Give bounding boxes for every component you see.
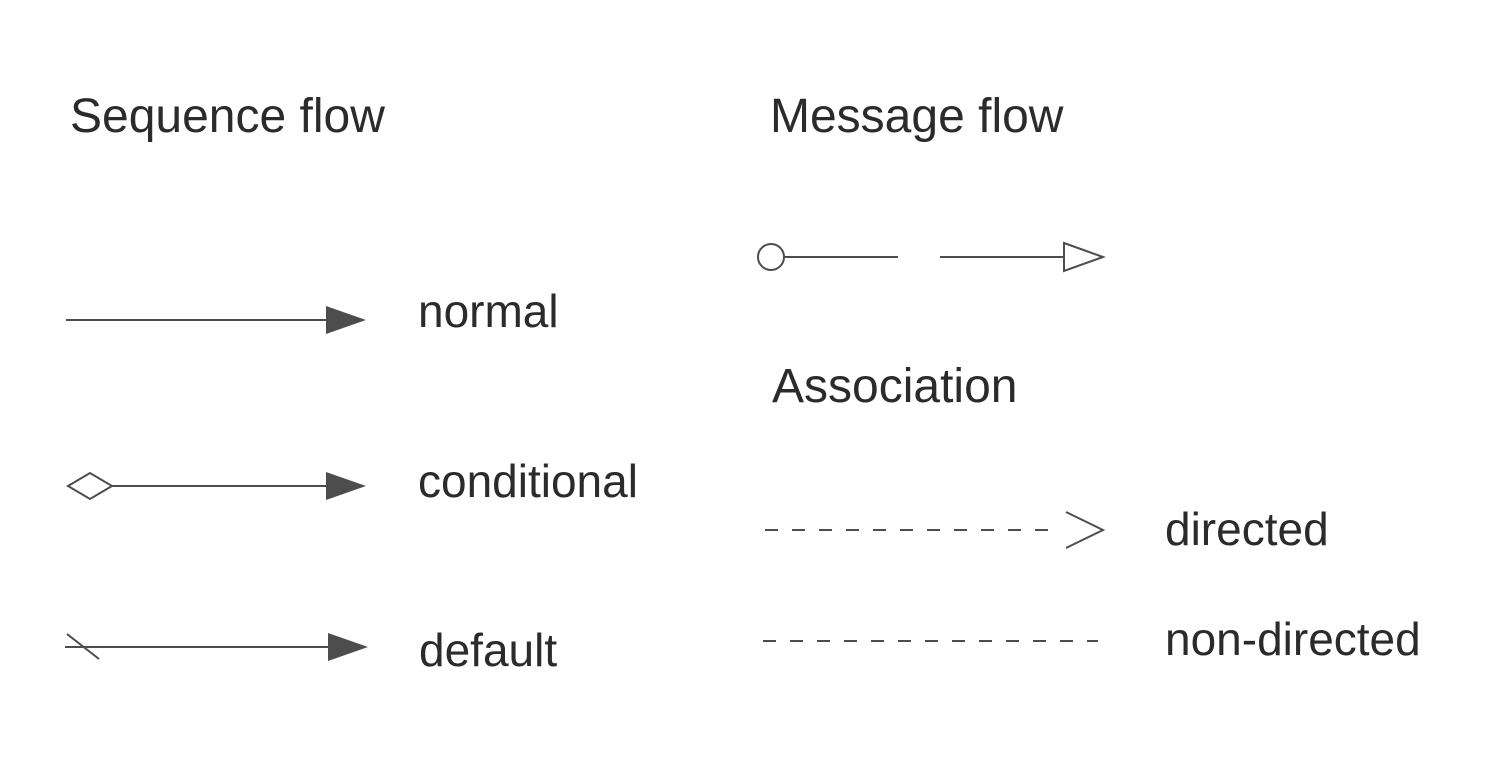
- directed-association-arrow: [765, 511, 1106, 549]
- conditional-label: conditional: [418, 455, 638, 507]
- filled-arrowhead-icon: [326, 306, 366, 334]
- sequence-flow-title: Sequence flow: [70, 90, 385, 143]
- default-label: default: [419, 624, 558, 676]
- open-chevron-arrowhead-icon: [1065, 511, 1106, 549]
- open-diamond-icon: [66, 471, 114, 501]
- association-title: Association: [772, 360, 1018, 413]
- open-arrowhead-icon: [1063, 241, 1106, 273]
- message-flow-title: Message flow: [770, 90, 1064, 143]
- normal-label: normal: [418, 285, 559, 337]
- default-sequence-flow-arrow: [65, 633, 368, 661]
- filled-arrowhead-icon: [326, 472, 366, 500]
- conditional-sequence-flow-arrow: [66, 471, 366, 501]
- filled-arrowhead-icon: [328, 633, 368, 661]
- message-flow-arrow: [757, 241, 1106, 273]
- open-circle-start-icon: [757, 243, 785, 271]
- normal-sequence-flow-arrow: [66, 306, 366, 334]
- non-directed-label: non-directed: [1165, 613, 1421, 665]
- directed-label: directed: [1165, 503, 1329, 555]
